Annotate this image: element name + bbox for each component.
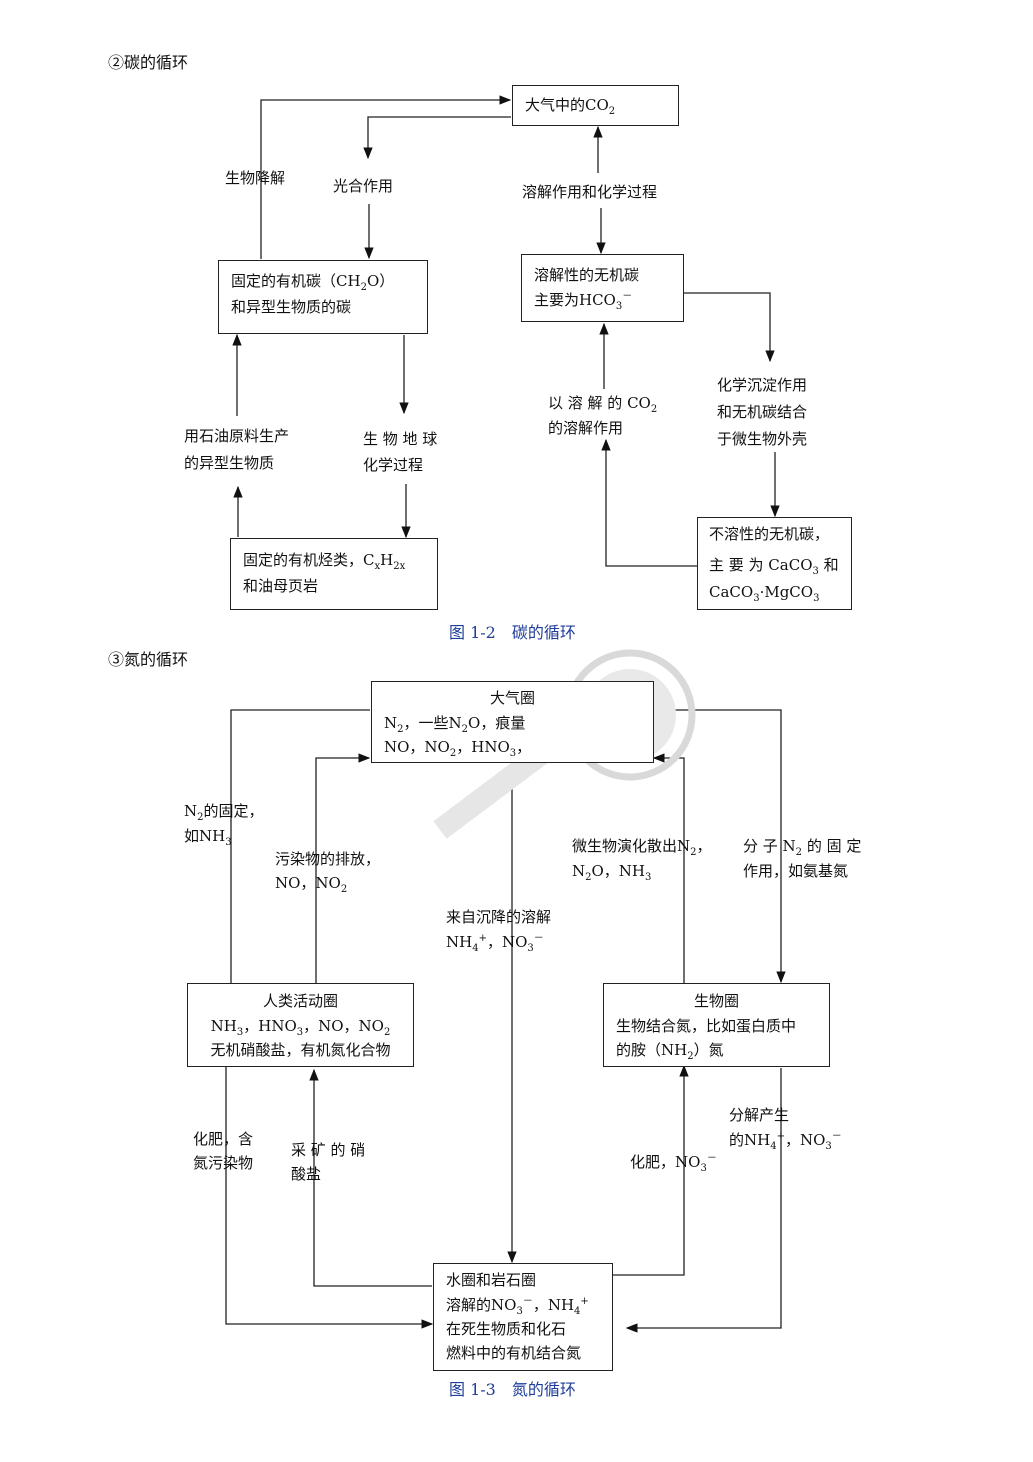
nitrogen-heading: ③氮的循环 bbox=[108, 650, 189, 669]
box-human-activity: 人类活动圈 NH3，HNO3，NO，NO2 无机硝酸盐，有机氮化合物 bbox=[187, 983, 414, 1067]
label-precip-dissolved-l2: NH4+，NO3－ bbox=[446, 933, 544, 954]
label-mined-nitrate-l2: 酸盐 bbox=[291, 1165, 322, 1183]
bio-title: 生物圈 bbox=[693, 992, 739, 1010]
insoluble-line1: 不溶性的无机碳， bbox=[709, 525, 830, 543]
box-hydrosphere-lithosphere: 水圈和岩石圈 溶解的NO3－，NH4+ 在死生物质和化石 燃料中的有机结合氮 bbox=[433, 1263, 613, 1371]
label-fertilizer-right: 化肥，NO3－ bbox=[630, 1153, 717, 1174]
water-line3: 在死生物质和化石 bbox=[446, 1320, 567, 1338]
label-dissolution-co2-l2: 的溶解作用 bbox=[548, 419, 624, 437]
label-microbe-l2: N2O，NH3 bbox=[572, 862, 652, 883]
water-line1: 水圈和岩石圈 bbox=[446, 1271, 537, 1289]
dissolved-line1: 溶解性的无机碳 bbox=[534, 266, 640, 284]
fixed-org-line1: 固定的有机碳（CH2O） bbox=[231, 272, 395, 293]
hydrocarbon-line1: 固定的有机烃类，CxH2x bbox=[243, 551, 406, 572]
label-dissolution-chemistry: 溶解作用和化学过程 bbox=[522, 183, 658, 201]
dissolved-line2: 主要为HCO3－ bbox=[534, 291, 633, 312]
label-pollutant-l1: 污染物的排放， bbox=[275, 850, 381, 868]
arrow-n2-fixation-down bbox=[230, 709, 370, 983]
carbon-caption: 图 1-2 碳的循环 bbox=[449, 623, 576, 642]
label-dissolution-co2-l1: 以 溶 解 的 CO2 bbox=[548, 394, 658, 415]
label-petroleum-l1: 用石油原料生产 bbox=[184, 427, 290, 445]
bio-line2: 生物结合氮，比如蛋白质中 bbox=[616, 1017, 797, 1035]
label-biogeochem-l2: 化学过程 bbox=[363, 456, 424, 474]
label-molecular-fix-l2: 作用，如氨基氮 bbox=[743, 862, 849, 880]
box-dissolved-inorganic-carbon: 溶解性的无机碳 主要为HCO3－ bbox=[521, 254, 684, 322]
arrow-biodegradation bbox=[260, 95, 512, 259]
atmosphere-title: 大气圈 bbox=[489, 689, 535, 707]
box-atmosphere: 大气圈 N2，一些N2O，痕量 NO，NO2，HNO3， bbox=[371, 681, 654, 763]
box-fixed-organic-carbon: 固定的有机碳（CH2O） 和异型生物质的碳 bbox=[218, 260, 428, 334]
arrow-photosynthesis-top bbox=[363, 116, 511, 160]
insoluble-line2: 主 要 为 CaCO3 和 bbox=[709, 556, 839, 577]
arrow-pollutant-emission bbox=[315, 753, 371, 983]
human-line3: 无机硝酸盐，有机氮化合物 bbox=[210, 1041, 391, 1059]
label-precip-l3: 于微生物外壳 bbox=[717, 430, 808, 448]
box-atmospheric-co2: 大气中的CO2 bbox=[512, 85, 679, 126]
water-line2: 溶解的NO3－，NH4+ bbox=[446, 1296, 589, 1317]
arrow-molecular-fixation bbox=[654, 709, 786, 984]
box-fixed-hydrocarbons: 固定的有机烃类，CxH2x 和油母页岩 bbox=[230, 538, 438, 610]
arrow-water-to-bio bbox=[613, 1064, 689, 1276]
atmosphere-line3: NO，NO2，HNO3， bbox=[384, 738, 532, 759]
fixed-org-line2: 和异型生物质的碳 bbox=[231, 298, 352, 316]
arrow-fertilizer-to-water bbox=[225, 1067, 434, 1329]
nitrogen-caption: 图 1-3 氮的循环 bbox=[449, 1380, 576, 1399]
label-fertilizer-left-l1: 化肥，含 bbox=[193, 1130, 254, 1148]
hydrocarbon-line2: 和油母页岩 bbox=[243, 577, 319, 595]
label-molecular-fix-l1: 分 子 N2 的 固 定 bbox=[743, 837, 862, 858]
atmosphere-line2: N2，一些N2O，痕量 bbox=[384, 714, 526, 735]
arrow-insoluble-to-dissolution bbox=[601, 438, 697, 567]
box-biosphere: 生物圈 生物结合氮，比如蛋白质中 的胺（NH2）氮 bbox=[603, 983, 830, 1067]
human-title: 人类活动圈 bbox=[262, 992, 338, 1010]
label-mined-nitrate-l1: 采 矿 的 硝 bbox=[291, 1141, 366, 1159]
label-decomposition-l2: 的NH4+，NO3－ bbox=[729, 1131, 842, 1152]
label-precip-dissolved-l1: 来自沉降的溶解 bbox=[446, 908, 552, 926]
bio-line3: 的胺（NH2）氮 bbox=[616, 1041, 724, 1062]
label-biodegradation: 生物降解 bbox=[225, 169, 286, 187]
arrow-decomp-to-water bbox=[625, 1068, 782, 1333]
human-line2: NH3，HNO3，NO，NO2 bbox=[210, 1017, 391, 1038]
arrow-mined-nitrate bbox=[309, 1068, 432, 1287]
label-photosynthesis: 光合作用 bbox=[333, 177, 394, 195]
label-precip-l2: 和无机碳结合 bbox=[717, 403, 808, 421]
arrow-dissolved-to-precip bbox=[684, 292, 775, 363]
label-n2-fixation-l1: N2的固定， bbox=[184, 802, 264, 823]
label-n2-fixation-l2: 如NH3 bbox=[184, 827, 232, 848]
carbon-heading: ②碳的循环 bbox=[108, 53, 189, 72]
label-fertilizer-left-l2: 氮污染物 bbox=[193, 1154, 254, 1172]
box-insoluble-inorganic-carbon: 不溶性的无机碳， 主 要 为 CaCO3 和 CaCO3·MgCO3 bbox=[697, 517, 852, 610]
water-line4: 燃料中的有机结合氮 bbox=[446, 1344, 582, 1362]
label-pollutant-l2: NO，NO2 bbox=[275, 874, 348, 895]
insoluble-line3: CaCO3·MgCO3 bbox=[709, 583, 820, 604]
atm-co2-label: 大气中的CO2 bbox=[525, 96, 616, 117]
label-microbe-l1: 微生物演化散出N2， bbox=[572, 837, 712, 858]
arrow-microbe-release bbox=[652, 753, 685, 983]
label-petroleum-l2: 的异型生物质 bbox=[184, 454, 275, 472]
label-decomposition-l1: 分解产生 bbox=[729, 1106, 790, 1124]
label-biogeochem-l1: 生 物 地 球 bbox=[363, 430, 438, 448]
label-precip-l1: 化学沉淀作用 bbox=[717, 376, 808, 394]
